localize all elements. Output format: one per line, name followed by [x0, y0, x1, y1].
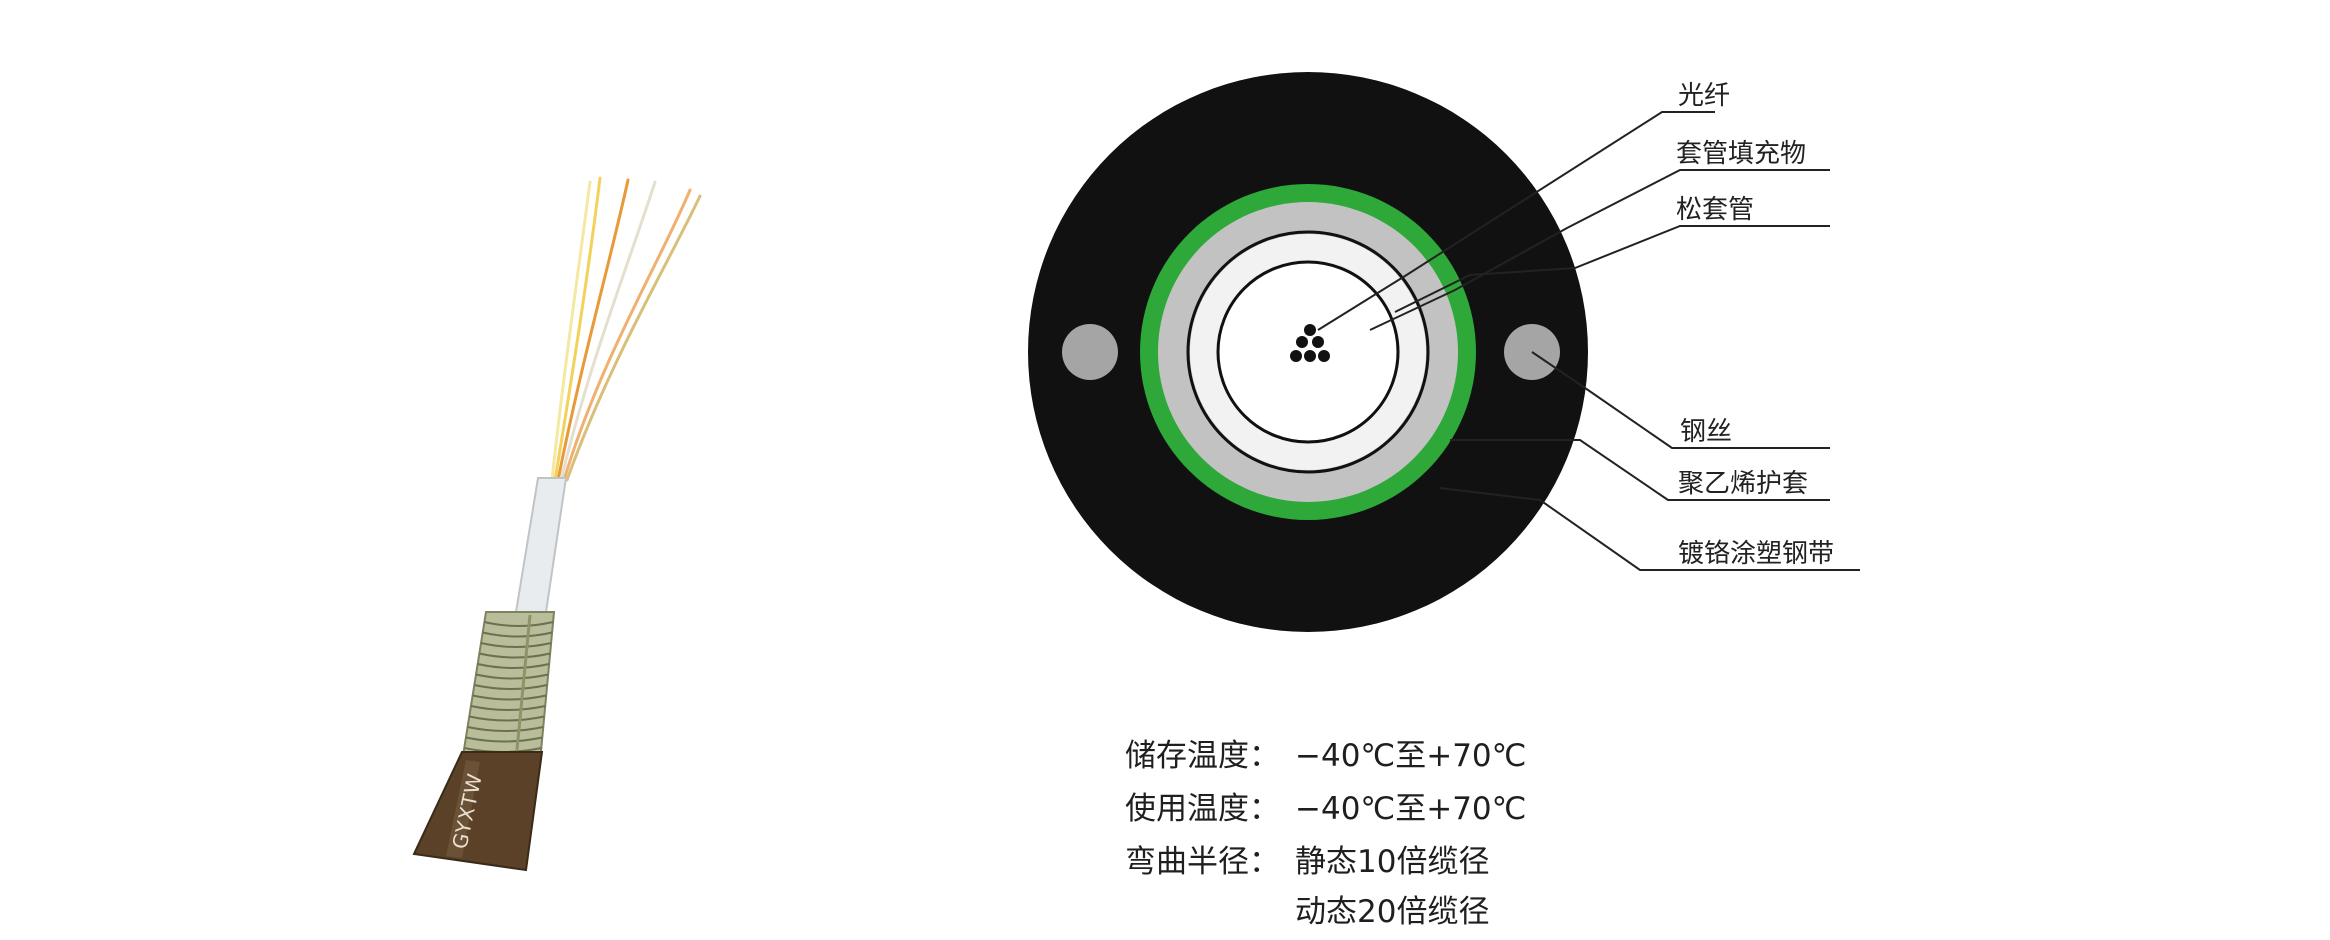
armor-ring — [472, 694, 547, 701]
armor-ring — [469, 715, 545, 722]
cable-illustration: GYXTW — [412, 176, 702, 872]
fiber-strand — [565, 194, 702, 482]
label-fiber: 光纤 — [1678, 81, 1730, 111]
armor-ring — [465, 736, 543, 743]
armor-ring — [477, 663, 550, 669]
leader-filler — [1369, 169, 1830, 331]
fiber-strand — [550, 180, 592, 482]
filler-ring-line — [1186, 230, 1430, 474]
leader-pe-sheath — [1450, 439, 1830, 501]
fiber-strand — [559, 180, 657, 482]
spec-label: 使用温度： — [1125, 791, 1280, 827]
fiber-strand — [562, 188, 692, 482]
label-pe-sheath: 聚乙烯护套 — [1678, 469, 1808, 499]
loose-tube — [514, 477, 568, 613]
armor-ring — [467, 726, 544, 732]
leader-steel-wire — [1531, 351, 1830, 449]
leader-steel-tape — [1439, 487, 1860, 571]
steel-wire-left — [1062, 324, 1118, 380]
armor-ring — [484, 621, 554, 627]
fiber-dot — [1318, 350, 1330, 362]
armor-ring — [479, 652, 551, 659]
label-loose-tube: 松套管 — [1676, 195, 1754, 225]
fiber-dot — [1296, 336, 1308, 348]
armor-overlap-edge — [514, 614, 532, 761]
spec-storage-temp: 储存温度： −40℃至+70℃ — [1125, 730, 1526, 775]
spec-value: −40℃至+70℃ — [1295, 791, 1527, 827]
fiber-bundle — [550, 176, 702, 482]
armor-ring — [474, 684, 548, 690]
spec-bend-radius: 弯曲半径： 静态10倍缆径 — [1125, 836, 1489, 881]
leader-fiber — [1317, 111, 1715, 331]
outer-sheath — [412, 751, 544, 872]
armor-ring — [482, 631, 553, 638]
label-steel-tape: 镀铬涂塑钢带 — [1678, 539, 1834, 569]
leader-loose-tube — [1394, 225, 1830, 313]
callout-leaders — [1317, 111, 1860, 571]
spec-bend-radius-dynamic: 动态20倍缆径 — [1125, 886, 1489, 931]
fiber-strand — [556, 178, 630, 482]
fiber-cluster — [1290, 324, 1330, 362]
cross-section — [1028, 72, 1588, 632]
sheath-highlight — [446, 760, 480, 858]
armor-ring — [475, 673, 549, 680]
fiber-dot — [1304, 350, 1316, 362]
armor-section — [460, 611, 556, 764]
fiber-dot — [1304, 324, 1316, 336]
fiber-dot — [1312, 336, 1324, 348]
armor-ring — [470, 705, 546, 711]
armor-ring — [480, 642, 552, 648]
label-steel-wire: 钢丝 — [1680, 417, 1732, 447]
spec-value: −40℃至+70℃ — [1295, 738, 1527, 774]
label-filler: 套管填充物 — [1676, 139, 1806, 169]
spec-value: 静态10倍缆径 — [1295, 844, 1490, 880]
spec-label: 弯曲半径： — [1125, 844, 1280, 880]
callout-labels: 光纤 套管填充物 松套管 钢丝 聚乙烯护套 镀铬涂塑钢带 — [1676, 81, 1834, 569]
fiber-dot — [1290, 350, 1302, 362]
spec-operating-temp: 使用温度： −40℃至+70℃ — [1125, 783, 1526, 828]
fiber-strand — [553, 176, 602, 482]
spec-label: 储存温度： — [1125, 738, 1280, 774]
spec-value: 动态20倍缆径 — [1295, 894, 1490, 930]
